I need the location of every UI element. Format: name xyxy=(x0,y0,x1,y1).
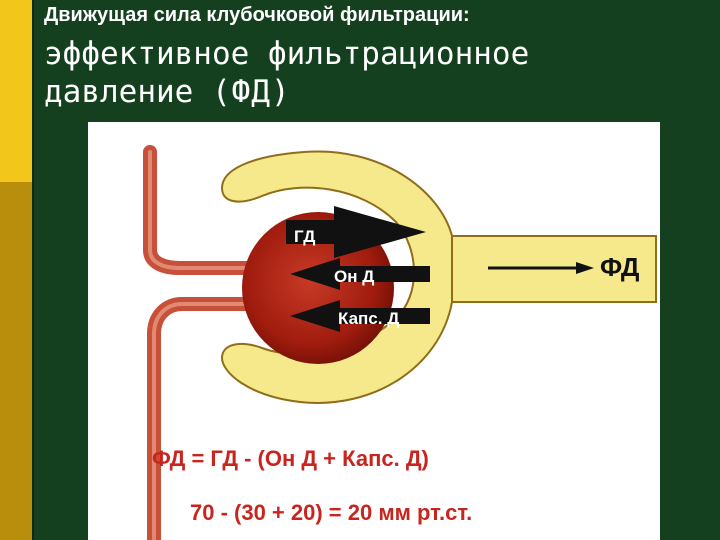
slide-title-suffix: (ФД) xyxy=(211,74,291,110)
gd-arrow xyxy=(286,206,426,258)
background-stripe-accent xyxy=(0,0,32,182)
formula-equation: ФД = ГД - (Он Д + Капс. Д) xyxy=(152,446,429,471)
slide-title-main: давление xyxy=(44,74,194,110)
caps-arrow xyxy=(290,300,430,332)
background-divider xyxy=(32,0,34,540)
slide-title-line2: эффективное фильтрационное xyxy=(44,36,530,72)
onc-arrow xyxy=(290,258,430,290)
label-onc: Он Д xyxy=(334,267,374,286)
fd-flow-arrowhead xyxy=(576,262,594,274)
efferent-arteriole-highlight xyxy=(152,302,262,540)
slide-title-line1: Движущая сила клубочковой фильтрации: xyxy=(44,4,470,26)
slide-title-line3: давление (ФД) xyxy=(44,74,291,110)
label-gd: ГД xyxy=(294,227,315,246)
afferent-arteriole-highlight xyxy=(148,150,262,270)
label-caps: Капс. Д xyxy=(338,309,399,328)
formula-calculation: 70 - (30 + 20) = 20 мм рт.ст. xyxy=(190,500,473,525)
label-fd: ФД xyxy=(600,252,640,282)
